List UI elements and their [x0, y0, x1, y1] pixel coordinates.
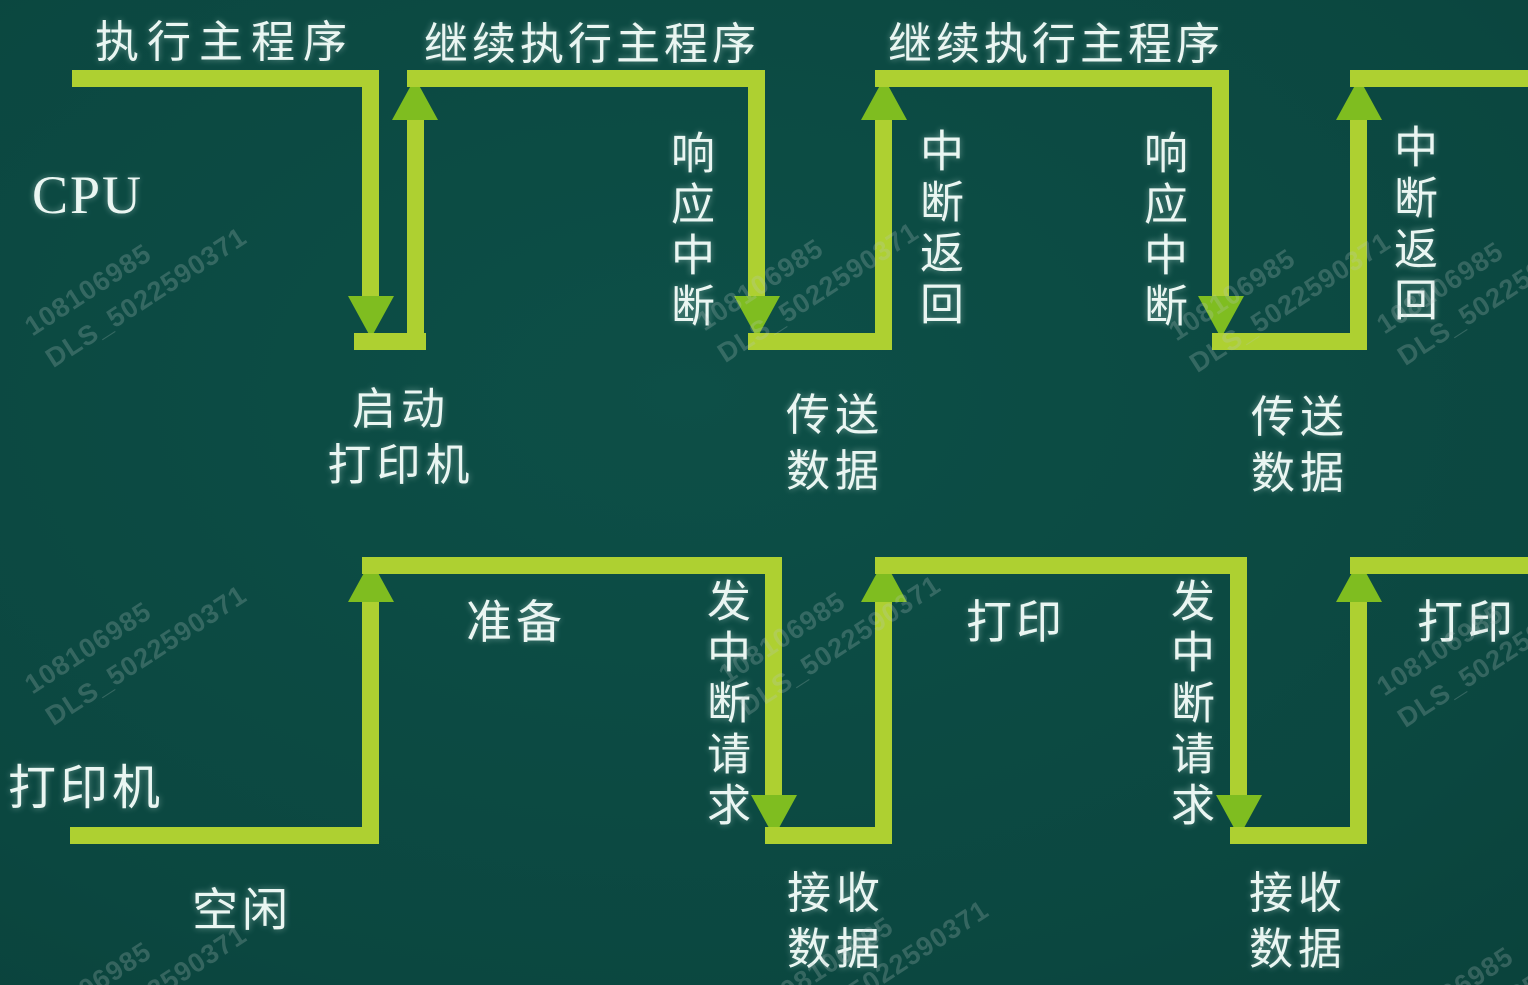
label-transfer-data-1: 传送 数据 [786, 388, 884, 500]
cpu-line-up-2 [875, 118, 892, 350]
printer-line-print-2 [1350, 557, 1528, 574]
label-receive-data-line2: 数据 [1249, 924, 1347, 974]
label-send-interrupt-request-2: 发中断请求 [1164, 578, 1213, 833]
label-print-1: 打印 [966, 597, 1066, 648]
label-transfer-data-line2: 数据 [1251, 448, 1349, 498]
label-print-2: 打印 [1417, 597, 1517, 648]
label-continue-main-2: 继续执行主程序 [888, 20, 1224, 69]
cpu-line-bottom-2 [748, 333, 892, 350]
printer-line-down-1 [765, 557, 782, 797]
label-continue-main-1: 继续执行主程序 [424, 20, 760, 69]
label-start-printer-line2: 打印机 [327, 440, 475, 490]
cpu-line-down-1 [362, 70, 379, 300]
printer-line-up-3 [1350, 600, 1367, 844]
label-start-printer-line1: 启动 [352, 385, 450, 434]
label-transfer-data-line2: 数据 [786, 446, 884, 496]
printer-line-down-2 [1230, 557, 1247, 797]
printer-line-idle [70, 827, 379, 844]
printer-label: 打印机 [8, 762, 165, 815]
label-transfer-data-line1: 传送 [1251, 393, 1349, 442]
printer-line-bottom-1 [765, 827, 892, 844]
cpu-line-continue-main-1 [407, 70, 765, 87]
cpu-line-up-1 [407, 118, 424, 350]
label-start-printer: 启动 打印机 [328, 382, 475, 494]
cpu-line-down-3 [1212, 70, 1229, 300]
label-idle: 空闲 [192, 885, 292, 936]
cpu-label: CPU [32, 165, 144, 225]
arrow-down-icon [1198, 296, 1244, 338]
label-prepare: 准备 [466, 597, 566, 648]
printer-line-up-2 [875, 600, 892, 844]
cpu-line-up-3 [1350, 118, 1367, 350]
cpu-line-execute-main [72, 70, 375, 87]
label-interrupt-return-2: 中断返回 [1387, 124, 1436, 328]
label-interrupt-return-1: 中断返回 [913, 128, 962, 332]
label-execute-main: 执行主程序 [95, 18, 355, 67]
label-send-interrupt-request-1: 发中断请求 [700, 578, 749, 833]
label-respond-interrupt-1: 响应中断 [664, 130, 713, 334]
label-respond-interrupt-2: 响应中断 [1137, 130, 1186, 334]
label-receive-data-line1: 接收 [787, 869, 885, 918]
cpu-line-continue-main-2 [875, 70, 1229, 87]
cpu-line-continue-main-3 [1350, 70, 1528, 87]
label-receive-data-line1: 接收 [1249, 869, 1347, 918]
printer-line-up-1 [362, 600, 379, 844]
label-transfer-data-line1: 传送 [786, 391, 884, 440]
label-receive-data-2: 接收 数据 [1249, 866, 1347, 978]
printer-line-prepare [362, 557, 782, 574]
arrow-down-icon [734, 296, 780, 338]
cpu-line-down-2 [748, 70, 765, 300]
arrow-down-icon [348, 296, 394, 338]
label-transfer-data-2: 传送 数据 [1251, 390, 1349, 502]
label-receive-data-1: 接收 数据 [787, 866, 885, 978]
cpu-line-bottom-3 [1212, 333, 1367, 350]
printer-line-print-1 [875, 557, 1247, 574]
label-receive-data-line2: 数据 [787, 924, 885, 974]
printer-line-bottom-2 [1230, 827, 1367, 844]
